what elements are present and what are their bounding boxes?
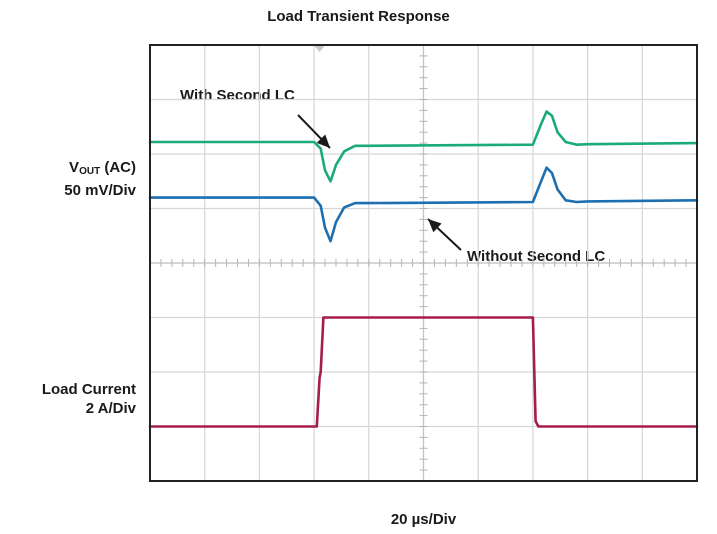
trigger-marker bbox=[314, 46, 325, 52]
vout-label-line: VOUT (AC) bbox=[64, 158, 136, 181]
arrow-with-second-lc-head bbox=[316, 134, 330, 148]
x-axis-label: 20 µs/Div bbox=[390, 511, 457, 528]
trace-without-second-lc bbox=[148, 166, 699, 243]
vout-label-sub: OUT bbox=[79, 166, 101, 177]
trace-load-current bbox=[148, 316, 699, 428]
annotation-without-second-lc: Without Second LC bbox=[467, 248, 606, 265]
trace-with-second-lc bbox=[148, 110, 699, 183]
vout-scale-label: 50 mV/Div bbox=[64, 182, 136, 199]
plot-frame bbox=[149, 44, 698, 482]
arrow-without-second-lc-head bbox=[428, 219, 442, 233]
chart-title: Load Transient Response bbox=[267, 8, 450, 25]
load-scale-label: 2 A/Div bbox=[85, 400, 136, 417]
vout-channel-label: VOUT (AC) 50 mV/Div bbox=[64, 158, 136, 200]
load-label-main: Load Current bbox=[41, 381, 136, 398]
load-channel-label: Load Current 2 A/Div bbox=[42, 380, 136, 418]
vout-label-main: V bbox=[69, 159, 80, 176]
vout-label-suffix: (AC) bbox=[104, 159, 136, 176]
